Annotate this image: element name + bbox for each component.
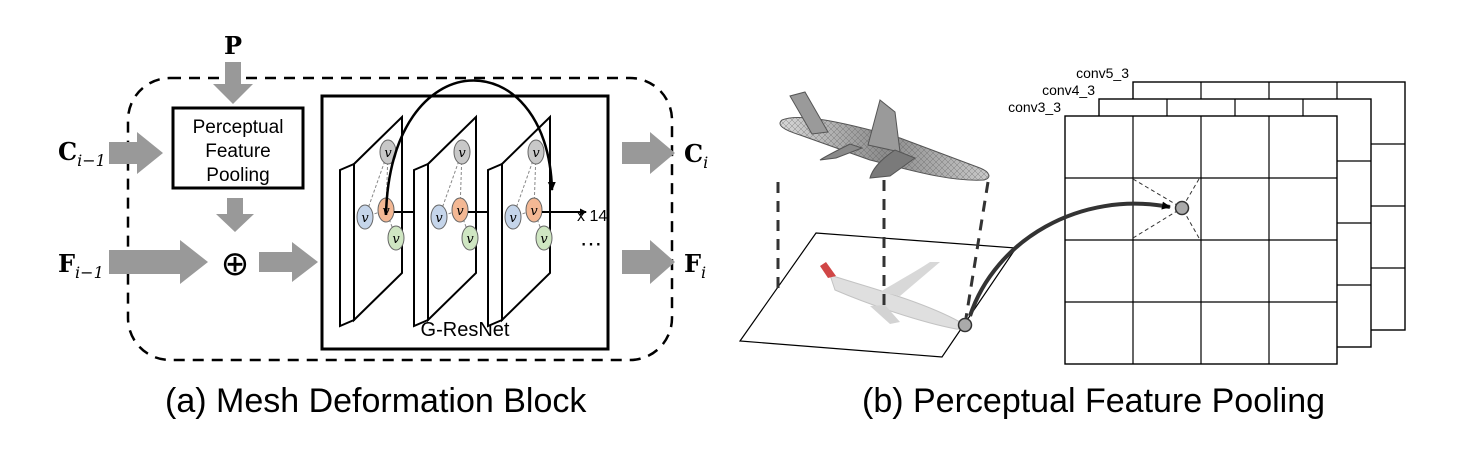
arrow-f-out [622,240,675,284]
pooling-box-line2: Feature [205,141,270,162]
airplane-image [820,262,964,330]
arrow-p-down [213,62,253,104]
svg-text:v: v [361,211,369,226]
svg-text:v: v [392,232,400,247]
input-p-label: P [224,31,242,60]
graph-node: v [356,204,374,230]
svg-text:v: v [458,146,466,161]
graph-node: v [535,225,553,251]
graph-node: v [525,197,543,223]
svg-text:v: v [384,146,392,161]
arrow-pool-down [216,198,254,232]
input-c-label: Ci−1 [58,137,106,170]
graph-node: v [451,197,469,223]
svg-text:v: v [530,204,538,219]
svg-text:v: v [540,232,548,247]
projection-line-3 [964,181,990,319]
combine-symbol: ⊕ [221,244,250,284]
graph-node: v [430,204,448,230]
pooling-box [171,106,305,190]
bilinear-sample [1132,178,1200,239]
image-sample-point [957,317,973,333]
block-dashed-boundary [126,76,674,362]
arrow-c-out [622,132,675,174]
repeat-label: x 14 [577,208,607,225]
arrow-c-in [109,132,163,174]
graph-node: v [387,225,405,251]
pooling-arrow [968,201,1171,317]
feature-sample-point [1174,200,1190,216]
graph-node: v [453,139,471,165]
input-f-label: Fi−1 [58,249,104,282]
feature-layer-label: conv5_3 [1076,65,1129,81]
output-c-label: Ci [684,139,708,172]
pooling-box-line1: Perceptual [193,117,284,138]
svg-text:v: v [456,204,464,219]
skip-connection-arrow [384,79,556,216]
svg-text:v: v [435,211,443,226]
svg-text:v: v [509,211,517,226]
arrow-to-resnet [259,242,318,282]
feature-layer-label: conv4_3 [1042,82,1095,98]
graph-node: v [504,204,522,230]
airplane-mesh [779,91,990,181]
output-f-label: Fi [684,249,706,282]
pooling-box-line3: Pooling [206,165,269,186]
feature-layer-label: conv3_3 [1008,99,1061,115]
mesh-deformation-block: P Ci−1 Perceptual Feature Pooling Fi−1 ⊕… [58,31,708,362]
arrow-f-in [109,240,208,284]
caption-b: (b) Perceptual Feature Pooling [862,382,1326,420]
svg-text:v: v [532,146,540,161]
graph-node: v [461,225,479,251]
caption-a: (a) Mesh Deformation Block [165,382,587,420]
graph-node: v [527,139,545,165]
svg-text:v: v [466,232,474,247]
ellipsis: ⋯ [580,231,602,256]
feature-grid: conv3_3 [1008,99,1338,365]
